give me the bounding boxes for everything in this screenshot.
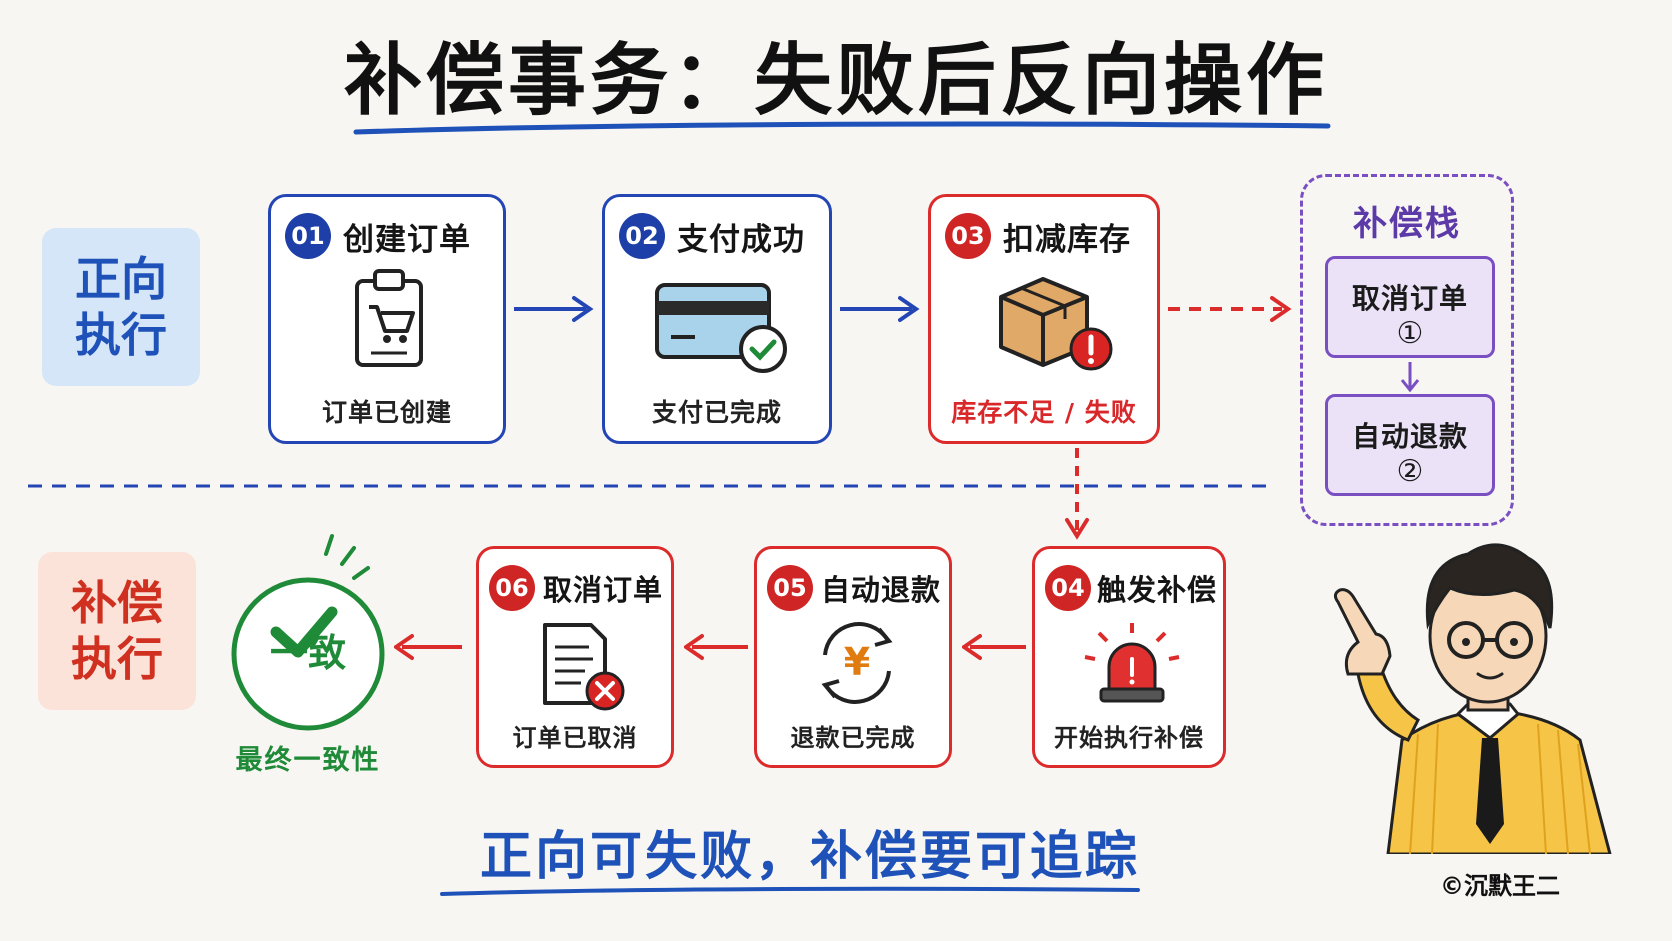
step-caption: 订单已取消 — [512, 724, 638, 752]
step-caption: 退款已完成 — [790, 724, 916, 752]
arrow-left — [962, 634, 1026, 660]
slogan: 正向可失败，补偿要可追踪 — [479, 827, 1140, 887]
step-number-badge: 04 — [1045, 565, 1091, 611]
arrow-left — [394, 634, 462, 660]
copyright-text: ©沉默王二 — [1440, 872, 1560, 900]
step-number-badge: 06 — [489, 565, 535, 611]
step-name: 自动退款 — [821, 573, 942, 607]
step-caption: 支付已完成 — [651, 398, 782, 427]
arrow-to-stack — [1168, 296, 1292, 322]
step-deduct-inventory[interactable]: 03 扣减库存 库存不足 / 失败 — [928, 194, 1160, 444]
step-create-order[interactable]: 01 创建订单 订单已创建 — [268, 194, 506, 444]
slogan-underline — [440, 886, 1140, 896]
box-warning-icon — [999, 277, 1113, 371]
page-title: 补偿事务：失败后反向操作 — [343, 36, 1328, 126]
refund-yuan-icon: ¥ — [821, 622, 893, 704]
step-name: 触发补偿 — [1097, 573, 1218, 607]
stack-item-order: ② — [1396, 454, 1424, 489]
arrow-right — [840, 296, 920, 322]
stack-item-cancel-order[interactable]: 取消订单 ① — [1325, 256, 1495, 358]
step-number-badge: 02 — [619, 213, 665, 259]
step-caption: 订单已创建 — [321, 398, 452, 427]
stack-title: 补偿栈 — [1353, 204, 1461, 244]
step-name: 扣减库存 — [1003, 221, 1131, 258]
clipboard-cart-icon — [355, 269, 423, 367]
consistency-badge-text: 一致 — [269, 631, 346, 675]
stack-item-order: ① — [1396, 316, 1424, 351]
step-caption: 开始执行补偿 — [1054, 724, 1204, 752]
arrow-right — [514, 296, 594, 322]
document-cancel-icon — [543, 623, 625, 711]
arrow-down-to-compensation — [1065, 448, 1089, 540]
step-name: 创建订单 — [343, 221, 471, 258]
stack-item-label: 自动退款 — [1351, 420, 1468, 453]
step-name: 取消订单 — [543, 573, 664, 607]
presenter-avatar — [1333, 543, 1612, 854]
consistency-caption: 最终一致性 — [235, 745, 381, 776]
stack-arrow-down — [1400, 362, 1420, 393]
step-payment-success[interactable]: 02 支付成功 支付已完成 — [602, 194, 832, 444]
lane-divider — [28, 484, 1268, 488]
forward-lane-label: 正向 执行 — [42, 228, 200, 386]
step-auto-refund[interactable]: 05 自动退款 ¥ 退款已完成 — [754, 546, 952, 768]
step-number-badge: 05 — [767, 565, 813, 611]
step-number-badge: 03 — [945, 213, 991, 259]
stack-item-auto-refund[interactable]: 自动退款 ② — [1325, 394, 1495, 496]
stack-item-label: 取消订单 — [1351, 282, 1468, 315]
svg-text:¥: ¥ — [844, 640, 870, 684]
consistency-check-icon — [231, 534, 385, 731]
step-caption-failure: 库存不足 / 失败 — [951, 398, 1137, 427]
compensate-lane-label: 补偿 执行 — [38, 552, 196, 710]
arrow-left — [684, 634, 748, 660]
alarm-siren-icon — [1084, 623, 1180, 703]
step-number-badge: 01 — [285, 213, 331, 259]
title-underline — [353, 121, 1331, 135]
step-trigger-compensation[interactable]: 04 触发补偿 开始执行补偿 — [1032, 546, 1226, 768]
credit-card-icon — [655, 283, 787, 373]
step-cancel-order[interactable]: 06 取消订单 订单已取消 — [476, 546, 674, 768]
step-name: 支付成功 — [677, 221, 805, 258]
compensation-stack — [1300, 174, 1514, 526]
